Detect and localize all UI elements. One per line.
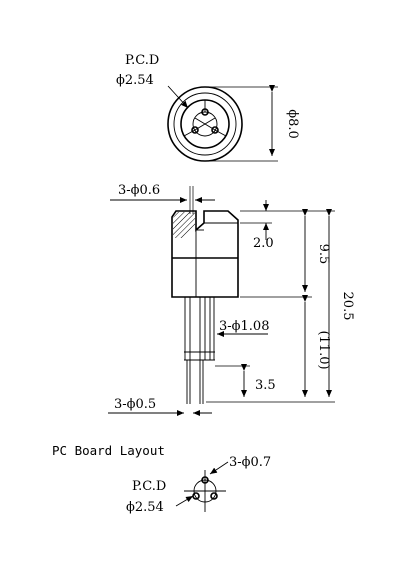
dim-11-0: (11.0) xyxy=(316,330,331,369)
pcb-pcd-leader xyxy=(175,495,194,507)
pcb-hole-top xyxy=(201,476,209,484)
pcb-hole-left xyxy=(192,492,200,500)
outer-circle xyxy=(167,86,243,162)
pin-dia-bottom: 3-ϕ0.5 xyxy=(114,397,156,412)
outer-ring-circle xyxy=(173,92,237,156)
section-hatch xyxy=(173,212,195,238)
pin-hole-top xyxy=(201,108,209,116)
pin-dia-top: 3-ϕ0.6 xyxy=(118,183,160,198)
center-line-left xyxy=(183,129,196,137)
pcb-title: PC Board Layout xyxy=(52,443,165,458)
dim-2-0: 2.0 xyxy=(253,236,274,251)
lead-dia: 3-ϕ1.08 xyxy=(219,319,269,334)
pcb-hole-leader xyxy=(209,461,229,475)
pcb-pcd-label: P.C.D xyxy=(132,479,166,494)
pcb-layout: PC Board Layout 3-ϕ0.7 P.C.D ϕ2.54 xyxy=(52,443,271,515)
pcb-hole-right xyxy=(210,492,218,500)
cross-line-b xyxy=(194,117,216,131)
pcb-pcd-value: ϕ2.54 xyxy=(126,500,164,515)
pin-hole-right xyxy=(211,126,219,134)
top-pcd-value: ϕ2.54 xyxy=(116,73,154,88)
side-view: 3-ϕ0.6 3-ϕ1.08 3-ϕ0.5 xyxy=(108,183,355,416)
dia-8-0: ϕ8.0 xyxy=(285,109,300,139)
top-pcd-label: P.C.D xyxy=(125,53,159,68)
top-view: P.C.D ϕ2.54 ϕ8.0 xyxy=(116,53,300,162)
center-line-right xyxy=(214,129,227,137)
top-pcd-leader xyxy=(167,85,189,109)
pcb-hole-dia: 3-ϕ0.7 xyxy=(229,455,271,470)
dim-3-5: 3.5 xyxy=(255,378,276,393)
dim-20-5: 20.5 xyxy=(340,292,355,321)
pin-hole-left xyxy=(191,126,199,134)
